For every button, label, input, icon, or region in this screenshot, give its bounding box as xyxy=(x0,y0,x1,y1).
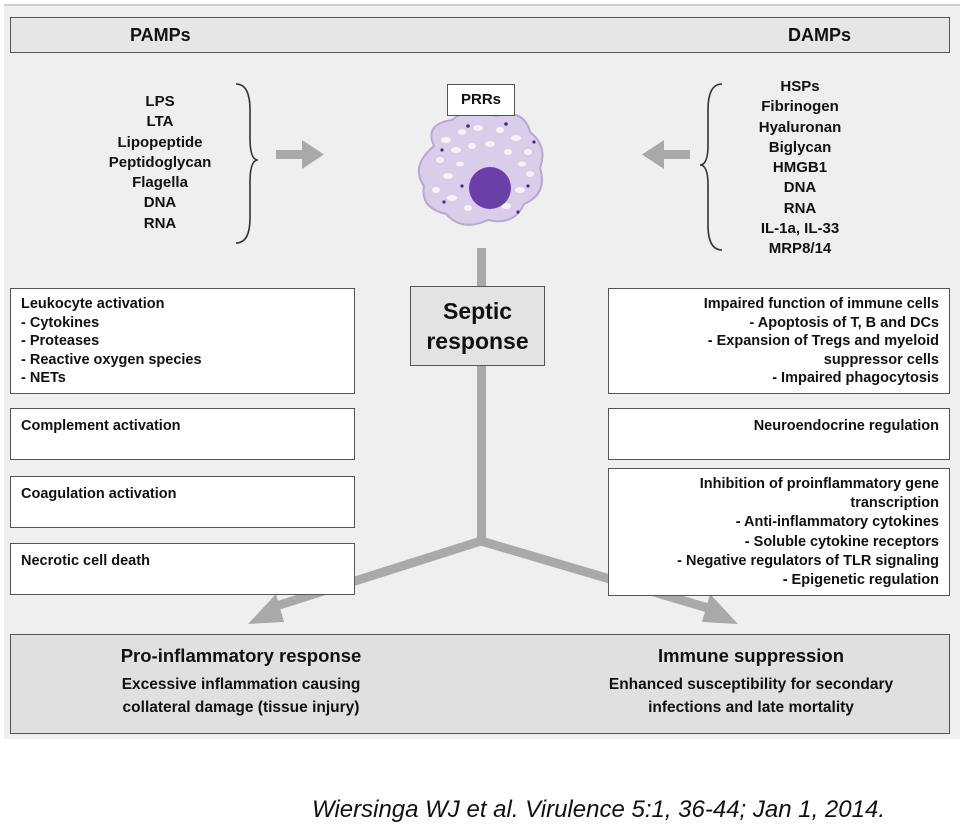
list-item: Biglycan xyxy=(768,138,832,156)
list-item: HMGB1 xyxy=(772,159,828,177)
box-title: Neuroendocrine regulation xyxy=(753,418,939,434)
box-item: - Cytokines xyxy=(21,314,100,331)
box-title: Coagulation activation xyxy=(21,486,177,502)
immune-cell-icon xyxy=(417,109,544,226)
immune-suppression-title: Immune suppression xyxy=(657,645,845,666)
pamps-bracket xyxy=(235,83,259,244)
box-title: Necrotic cell death xyxy=(21,553,150,569)
pro-inflammatory-title: Pro-inflammatory response xyxy=(120,645,362,666)
branch-right-arrowhead xyxy=(702,594,738,624)
septic-response-box: Septic response xyxy=(410,286,545,366)
damps-arrow xyxy=(642,140,690,169)
impaired-immune-function-box: Impaired function of immune cells - Apop… xyxy=(608,288,950,394)
connector-cell-to-septic xyxy=(477,248,486,288)
septic-line-2: response xyxy=(426,328,529,354)
damps-list: HSPs Fibrinogen Hyaluronan Biglycan HMGB… xyxy=(730,77,870,260)
header-bar: PAMPs DAMPs xyxy=(10,17,950,53)
box-item: - Expansion of Tregs and myeloid xyxy=(707,333,939,349)
pamps-heading: PAMPs xyxy=(130,25,191,45)
box-title: Inhibition of proinflammatory gene xyxy=(699,476,939,492)
box-item: - Negative regulators of TLR signaling xyxy=(677,552,939,569)
box-title: Complement activation xyxy=(21,418,181,434)
leukocyte-activation-box: Leukocyte activation - Cytokines - Prote… xyxy=(10,288,355,394)
branch-right xyxy=(479,536,710,613)
neuroendocrine-regulation-box: Neuroendocrine regulation xyxy=(608,408,950,460)
coagulation-activation-box: Coagulation activation xyxy=(10,476,355,528)
list-item: LPS xyxy=(145,93,175,110)
box-item: - NETs xyxy=(21,370,66,386)
pro-inflammatory-desc: Excessive inflammation causing collatera… xyxy=(51,673,431,719)
list-item: MRP8/14 xyxy=(768,240,832,258)
damps-heading: DAMPs xyxy=(788,25,852,45)
box-item: - Apoptosis of T, B and DCs xyxy=(749,314,939,331)
septic-line-1: Septic xyxy=(442,298,513,324)
prrs-label: PRRs xyxy=(447,84,515,116)
outcomes-bar: Pro-inflammatory response Excessive infl… xyxy=(10,634,950,734)
box-item: suppressor cells xyxy=(823,351,939,368)
necrotic-cell-death-box: Necrotic cell death xyxy=(10,543,355,595)
box-item: - Impaired phagocytosis xyxy=(772,370,939,386)
box-item: - Soluble cytokine receptors xyxy=(744,533,939,550)
branch-left xyxy=(268,536,483,613)
list-item: RNA xyxy=(143,214,177,232)
box-item: - Anti-inflammatory cytokines xyxy=(735,514,939,531)
box-title: Impaired function of immune cells xyxy=(703,296,939,312)
list-item: Hyaluronan xyxy=(758,118,842,136)
branch-left-arrowhead xyxy=(248,594,284,624)
list-item: HSPs xyxy=(780,78,820,95)
immune-suppression-desc: Enhanced susceptibility for secondary in… xyxy=(551,673,951,719)
list-item: Peptidoglycan xyxy=(108,153,212,171)
gene-transcription-inhibition-box: Inhibition of proinflammatory gene trans… xyxy=(608,468,950,596)
damps-bracket xyxy=(699,83,723,251)
nucleus xyxy=(469,167,511,209)
box-item: - Proteases xyxy=(21,333,100,349)
box-item: - Reactive oxygen species xyxy=(21,351,202,368)
desc-line: Enhanced susceptibility for secondary xyxy=(608,676,894,693)
list-item: LTA xyxy=(146,113,174,131)
top-rule xyxy=(4,4,960,6)
list-item: RNA xyxy=(783,199,817,217)
connector-septic-down xyxy=(477,365,486,541)
complement-activation-box: Complement activation xyxy=(10,408,355,460)
list-item: Fibrinogen xyxy=(761,98,839,116)
desc-line: Excessive inflammation causing xyxy=(121,676,361,693)
list-item: DNA xyxy=(143,194,177,212)
desc-line: infections and late mortality xyxy=(648,699,854,716)
list-item: IL-1a, IL-33 xyxy=(760,220,840,238)
box-title: Leukocyte activation xyxy=(21,296,165,312)
citation: Wiersinga WJ et al. Virulence 5:1, 36-44… xyxy=(312,796,885,823)
list-item: Lipopeptide xyxy=(117,133,203,151)
list-item: DNA xyxy=(783,179,817,197)
list-item: Flagella xyxy=(132,174,188,192)
pamps-list: LPS LTA Lipopeptide Peptidoglycan Flagel… xyxy=(90,92,230,234)
box-item: - Epigenetic regulation xyxy=(782,572,939,589)
pamps-arrow xyxy=(276,140,324,169)
desc-line: collateral damage (tissue injury) xyxy=(122,699,360,716)
box-title-2: transcription xyxy=(850,495,939,512)
